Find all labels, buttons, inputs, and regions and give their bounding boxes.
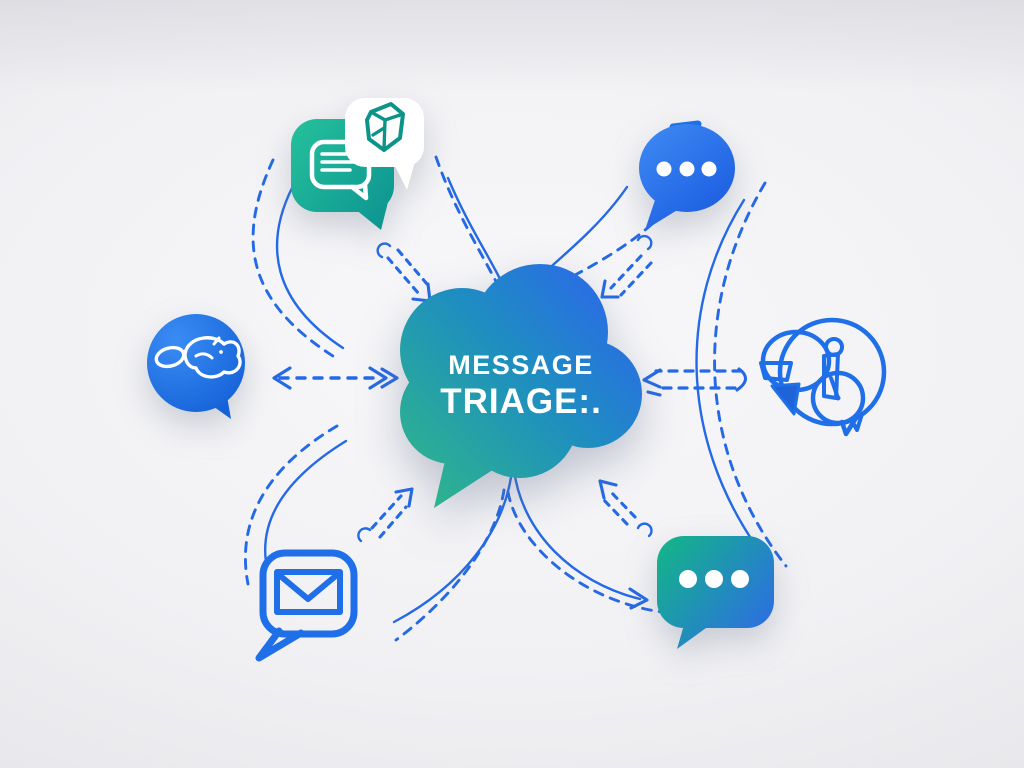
arrow-top-left-to-center — [376, 242, 432, 303]
agent-lens — [810, 370, 866, 426]
cloud-title-line2: TRIAGE:. — [440, 382, 602, 422]
agent-visor — [759, 361, 793, 382]
sketch-doodle-glyph — [154, 336, 242, 379]
typing-dots-glyph — [679, 570, 749, 588]
arrow-bottom-left-to-center — [357, 487, 414, 543]
support-agent-badge-icon — [759, 317, 887, 437]
cloud-tail — [434, 448, 508, 508]
envelope-glyph — [274, 569, 343, 615]
cloud-title-line1: MESSAGE — [448, 350, 594, 380]
typing-chat-bubble-green-icon — [657, 536, 774, 649]
cloud-title: MESSAGE TRIAGE:. — [406, 351, 636, 421]
message-triage-cloud — [400, 264, 642, 508]
shield-glyph — [365, 102, 405, 152]
sketch-chat-bubble-icon — [147, 314, 245, 419]
agent-collar — [770, 382, 801, 416]
agent-mic-head — [824, 337, 844, 357]
bottom-fanout-curves — [392, 468, 672, 642]
mail-chat-bubble-icon — [255, 549, 358, 662]
arrow-left-bidirectional — [272, 366, 399, 390]
arrow-top-right-to-center — [600, 234, 653, 299]
typing-chat-bubble-blue-icon — [639, 120, 735, 230]
secure-chat-bubbles-icon — [291, 98, 424, 230]
arrow-right-to-center — [642, 367, 748, 397]
corner-swoosh-arcs — [243, 158, 788, 586]
arrow-bottom-right-to-center — [598, 479, 653, 538]
typing-dots-glyph — [656, 161, 717, 177]
